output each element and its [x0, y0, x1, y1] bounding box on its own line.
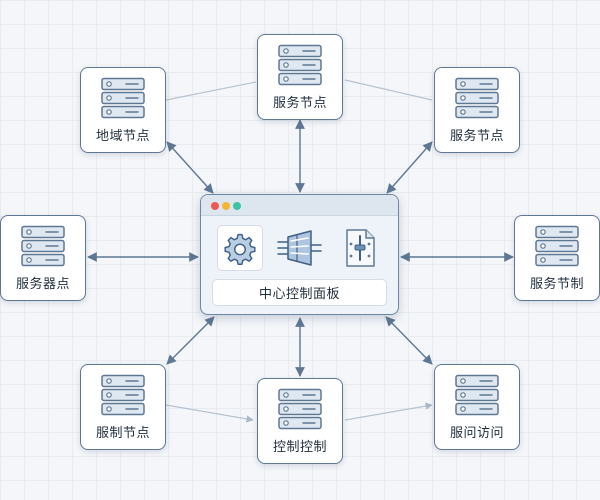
- window-minimize-dot[interactable]: [222, 202, 230, 210]
- connector-bottom-right: [385, 316, 433, 365]
- panel-titlebar: [201, 195, 398, 216]
- node-right[interactable]: 服务节制: [514, 215, 600, 301]
- faint-connector-bottom-bottom-right: [344, 402, 433, 421]
- node-label: 地域节点: [95, 128, 150, 144]
- connector-bottom-left: [166, 316, 215, 365]
- connector-top-right: [386, 141, 433, 194]
- node-top-right[interactable]: 服务节点: [434, 67, 520, 153]
- faint-connector-bottom-left-bottom: [165, 404, 254, 423]
- server-icon: [454, 77, 500, 119]
- node-top-left[interactable]: 地域节点: [80, 67, 166, 153]
- central-control-panel[interactable]: 中心控制面板: [200, 194, 399, 315]
- server-icon: [534, 225, 580, 267]
- node-left[interactable]: 服务器点: [0, 215, 86, 301]
- server-icon: [454, 374, 500, 416]
- node-bottom[interactable]: 控制控制: [257, 378, 343, 464]
- node-bottom-right[interactable]: 服问访问: [434, 364, 520, 450]
- node-label: 服务节制: [529, 276, 584, 292]
- node-label: 服务器点: [15, 276, 70, 292]
- server-icon: [100, 374, 146, 416]
- node-label: 服制节点: [95, 425, 150, 441]
- window-maximize-dot[interactable]: [233, 202, 241, 210]
- server-icon: [20, 225, 66, 267]
- server-icon: [277, 388, 323, 430]
- panel-title: 中心控制面板: [212, 279, 387, 306]
- faint-connector-top-left-top: [165, 81, 257, 101]
- node-label: 控制控制: [272, 439, 327, 455]
- module-icon[interactable]: [277, 225, 323, 271]
- node-label: 服务节点: [449, 128, 504, 144]
- node-top[interactable]: 服务节点: [257, 34, 343, 120]
- node-label: 服务节点: [272, 95, 327, 111]
- gear-icon[interactable]: [217, 225, 263, 271]
- faint-connector-top-top-right: [344, 79, 433, 101]
- node-label: 服问访问: [449, 425, 504, 441]
- window-close-dot[interactable]: [211, 202, 219, 210]
- connector-top-left: [166, 141, 214, 194]
- server-icon: [100, 77, 146, 119]
- node-bottom-left[interactable]: 服制节点: [80, 364, 166, 450]
- server-icon: [277, 44, 323, 86]
- document-slider-icon[interactable]: [337, 225, 383, 271]
